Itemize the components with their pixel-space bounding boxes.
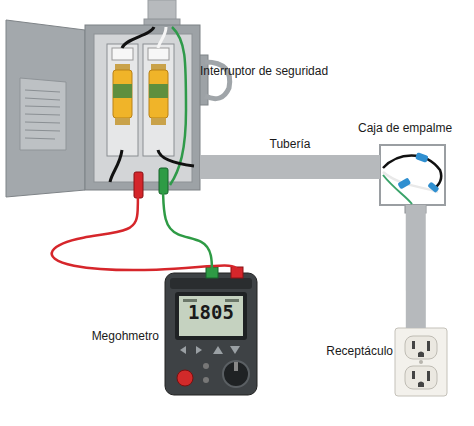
fuse <box>113 84 132 98</box>
receptacle-plate <box>395 328 447 396</box>
fuse-holder <box>107 44 138 156</box>
receptacle-plate <box>418 352 424 358</box>
switch-door <box>6 20 85 197</box>
megohmmeter-body <box>203 363 209 369</box>
junction-box <box>415 152 429 163</box>
conduit-stub <box>144 0 180 27</box>
megohmmeter-body <box>177 370 193 386</box>
fuse <box>113 70 132 118</box>
megohmmeter: Megohmetro1805 <box>165 273 257 395</box>
receptacle-plate <box>405 336 437 359</box>
part-label: Receptáculo <box>321 344 393 359</box>
fuse <box>151 118 166 125</box>
meter-reading: 1805 <box>179 301 243 323</box>
switch-door <box>25 138 55 139</box>
switch-wiring <box>158 27 166 48</box>
conduit <box>406 205 426 328</box>
switch-door <box>25 130 60 131</box>
megohmmeter-body <box>230 346 240 354</box>
junction-box <box>383 175 412 204</box>
safety-switch: Interruptor de seguridad <box>85 25 200 190</box>
fuse-holder <box>112 48 133 60</box>
receptacle-plate <box>427 341 430 351</box>
megohmmeter-body <box>165 267 257 395</box>
switch-door <box>25 98 60 100</box>
conduit <box>200 155 380 179</box>
junction-box <box>380 145 445 205</box>
fuse <box>113 64 168 125</box>
receptacle-plate <box>419 360 423 364</box>
switch-wiring <box>158 150 194 166</box>
megohmmeter-body <box>234 362 238 371</box>
switch-enclosure <box>94 34 192 182</box>
switch-handle <box>199 55 230 105</box>
edge-label: Tubería <box>260 137 320 151</box>
part-label: Caja de empalme <box>358 121 470 136</box>
fuse-holder <box>107 44 174 156</box>
megohmmeter-body <box>223 361 249 387</box>
junction-box <box>427 181 439 193</box>
switch-door <box>6 20 85 197</box>
megohmmeter-body <box>170 278 252 289</box>
megohmmeter-body <box>180 346 186 354</box>
receptacle-plate <box>412 341 415 349</box>
megohmmeter-body <box>175 292 247 340</box>
megohmmeter-body <box>196 346 202 354</box>
fuse <box>115 118 130 125</box>
switch-door <box>25 106 60 107</box>
megohmmeter-body <box>165 273 257 395</box>
switch-door <box>25 122 60 123</box>
junction-box: Caja de empalme <box>380 145 445 205</box>
switch-wiring <box>122 27 154 48</box>
test-lead <box>52 190 237 273</box>
fuse <box>149 70 168 118</box>
switch-enclosure <box>85 25 200 190</box>
fuse-holder <box>143 44 174 156</box>
junction-box <box>383 172 438 192</box>
switch-wiring <box>110 27 194 185</box>
receptacle: Receptáculo <box>395 328 447 396</box>
receptacle-plate <box>427 371 430 381</box>
receptacle-plate <box>418 382 424 388</box>
switch-wiring <box>110 150 122 182</box>
switch-enclosure <box>85 25 200 190</box>
test-lead <box>163 190 212 273</box>
megohmmeter-body <box>213 346 223 354</box>
part-label: Megohmetro <box>79 329 159 344</box>
fuse <box>149 84 168 98</box>
receptacle-plate <box>412 371 415 379</box>
switch-door <box>20 78 66 150</box>
megohmmeter-body <box>203 377 209 383</box>
receptacle-plate <box>395 328 447 396</box>
megohmmeter-body <box>179 296 243 336</box>
junction-box <box>397 177 411 189</box>
receptacle-plate <box>405 366 437 389</box>
switch-door <box>25 90 60 92</box>
part-label: Interruptor de seguridad <box>200 64 360 79</box>
fuse-holder <box>148 48 169 60</box>
switch-door <box>25 114 60 115</box>
junction-box <box>380 145 445 205</box>
